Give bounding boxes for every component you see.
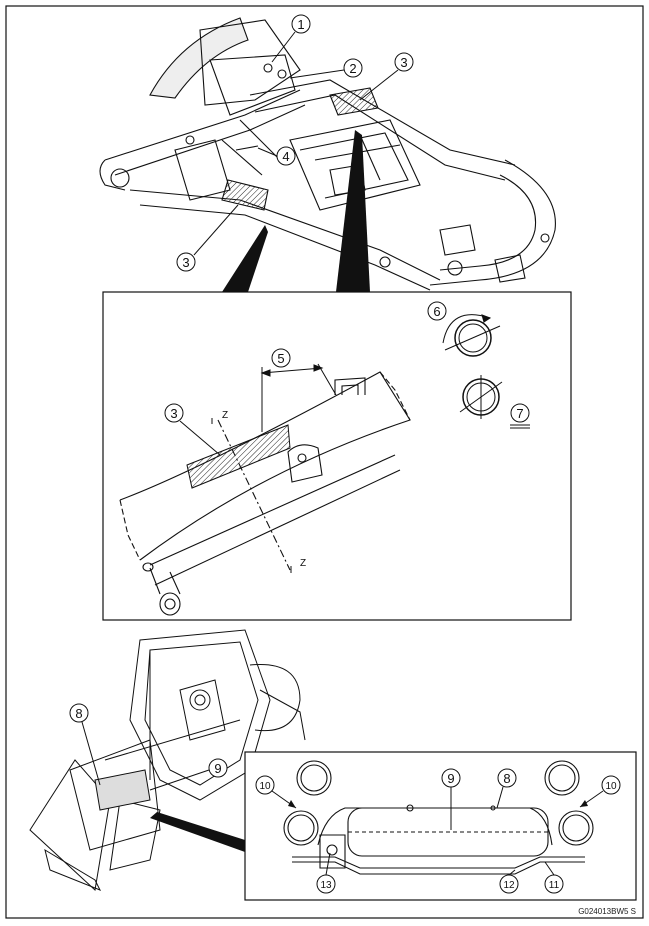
callout-8-right: 8 bbox=[496, 768, 517, 809]
dimension-5 bbox=[260, 363, 337, 432]
svg-text:3: 3 bbox=[182, 255, 189, 270]
callout-8-left: 8 bbox=[69, 703, 101, 786]
svg-text:9: 9 bbox=[214, 761, 221, 776]
frame-top-view bbox=[99, 17, 556, 291]
callout-3-left: 3 bbox=[176, 204, 239, 272]
zoom-wedge-right bbox=[336, 130, 370, 292]
detail-box bbox=[102, 291, 572, 621]
svg-text:3: 3 bbox=[400, 55, 407, 70]
frame-underside-view bbox=[29, 629, 306, 891]
svg-text:4: 4 bbox=[282, 149, 289, 164]
callout-6: 6 bbox=[427, 301, 447, 321]
svg-text:1: 1 bbox=[297, 17, 304, 32]
rubber-mat-hatched bbox=[186, 424, 291, 489]
section-marker-bottom: Z bbox=[290, 558, 306, 573]
page-border bbox=[5, 5, 644, 919]
section-view-6 bbox=[442, 314, 501, 357]
callout-3-top: 3 bbox=[359, 52, 414, 101]
zoom-wedge-left bbox=[222, 225, 268, 292]
section-view-7 bbox=[459, 375, 503, 419]
callout-11: 11 bbox=[544, 861, 564, 894]
section-marker-top: Z bbox=[211, 410, 228, 424]
callout-12: 12 bbox=[499, 869, 519, 894]
callout-3-detail: 3 bbox=[164, 403, 221, 456]
detail-tube-drawing bbox=[119, 371, 411, 616]
svg-text:13: 13 bbox=[320, 880, 332, 891]
svg-text:9: 9 bbox=[447, 771, 454, 786]
callout-10-left: 10 bbox=[255, 775, 297, 809]
callout-5: 5 bbox=[271, 348, 291, 368]
svg-text:10: 10 bbox=[605, 781, 617, 792]
figure-code: G024013BW5 S bbox=[578, 907, 636, 916]
svg-text:7: 7 bbox=[516, 406, 523, 421]
callout-9-left: 9 bbox=[149, 758, 228, 791]
svg-text:Z: Z bbox=[222, 410, 228, 421]
callout-4: 4 bbox=[257, 146, 296, 166]
callout-7: 7 bbox=[510, 403, 530, 429]
svg-text:8: 8 bbox=[75, 706, 82, 721]
callout-10-right: 10 bbox=[579, 775, 621, 808]
svg-text:12: 12 bbox=[503, 880, 515, 891]
svg-text:5: 5 bbox=[277, 351, 284, 366]
callout-2: 2 bbox=[289, 58, 363, 79]
callout-1: 1 bbox=[271, 14, 311, 63]
zoom-wedge-bottom bbox=[150, 812, 245, 852]
svg-text:2: 2 bbox=[349, 61, 356, 76]
svg-text:8: 8 bbox=[503, 771, 510, 786]
bottom-detail-drawing bbox=[283, 760, 594, 875]
svg-text:Z: Z bbox=[300, 558, 306, 569]
svg-text:6: 6 bbox=[433, 304, 440, 319]
svg-text:11: 11 bbox=[549, 880, 560, 891]
svg-text:10: 10 bbox=[259, 781, 271, 792]
callout-13: 13 bbox=[316, 852, 336, 894]
svg-text:3: 3 bbox=[170, 406, 177, 421]
callout-9-right: 9 bbox=[441, 768, 461, 830]
bottom-detail-box bbox=[244, 751, 637, 901]
